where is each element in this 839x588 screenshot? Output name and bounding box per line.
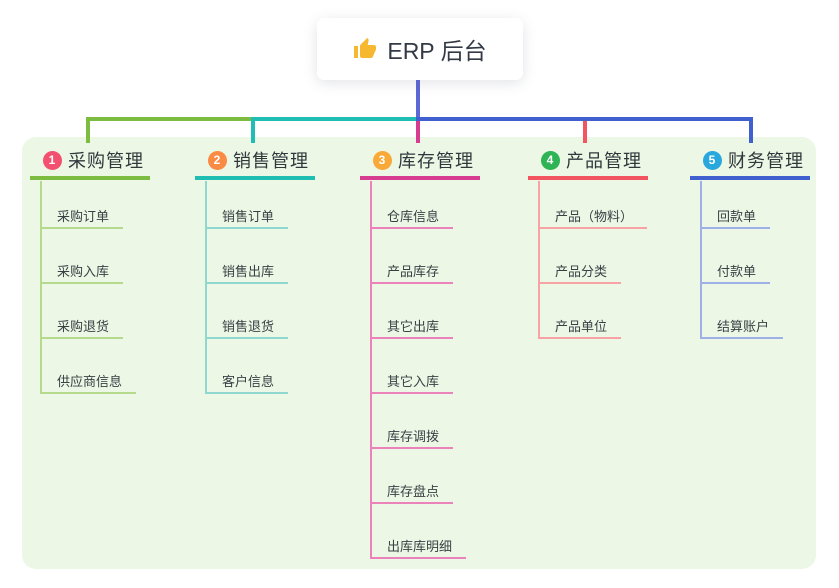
- branch-label: 财务管理: [728, 151, 804, 171]
- child-node[interactable]: 库存盘点: [370, 480, 454, 504]
- branch-spine-line: [370, 181, 372, 559]
- child-node[interactable]: 销售订单: [205, 205, 289, 229]
- branch-drop-line: [251, 117, 255, 143]
- branch-node[interactable]: 5 财务管理: [690, 147, 810, 180]
- branch-label: 产品管理: [566, 151, 642, 171]
- branch-number-badge: 2: [208, 150, 227, 170]
- child-node[interactable]: 采购入库: [40, 260, 124, 284]
- branch-spine-line: [538, 181, 540, 339]
- branch-number-badge: 3: [373, 150, 392, 170]
- child-node[interactable]: 客户信息: [205, 370, 289, 394]
- child-node[interactable]: 销售退货: [205, 315, 289, 339]
- child-node[interactable]: 产品分类: [538, 260, 622, 284]
- branches-panel: [22, 137, 816, 569]
- root-connector-line: [416, 80, 420, 121]
- branch-spine-line: [205, 181, 207, 394]
- child-node[interactable]: 供应商信息: [40, 370, 137, 394]
- child-node[interactable]: 出库库明细: [370, 535, 467, 559]
- bus-connector-line: [416, 117, 753, 121]
- child-node[interactable]: 产品库存: [370, 260, 454, 284]
- branch-number-badge: 1: [43, 150, 62, 170]
- branch-label: 采购管理: [68, 151, 144, 171]
- root-node[interactable]: ERP 后台: [317, 18, 523, 80]
- child-node[interactable]: 库存调拨: [370, 425, 454, 449]
- child-node[interactable]: 其它出库: [370, 315, 454, 339]
- branch-drop-line: [416, 117, 420, 143]
- child-node[interactable]: 其它入库: [370, 370, 454, 394]
- branch-spine-line: [40, 181, 42, 394]
- child-node[interactable]: 付款单: [700, 260, 771, 284]
- thumbs-up-icon: [353, 37, 377, 61]
- branch-number-badge: 4: [541, 150, 560, 170]
- child-node[interactable]: 产品单位: [538, 315, 622, 339]
- bus-connector-line: [251, 117, 418, 121]
- branch-drop-line: [583, 117, 587, 143]
- child-node[interactable]: 采购退货: [40, 315, 124, 339]
- branch-node[interactable]: 2 销售管理: [195, 147, 315, 180]
- branch-node[interactable]: 1 采购管理: [30, 147, 150, 180]
- branch-drop-line: [749, 117, 753, 143]
- bus-connector-line: [86, 117, 253, 121]
- branch-label: 库存管理: [398, 151, 474, 171]
- branch-spine-line: [700, 181, 702, 339]
- branch-drop-line: [86, 117, 90, 143]
- branch-node[interactable]: 3 库存管理: [360, 147, 480, 180]
- child-node[interactable]: 仓库信息: [370, 205, 454, 229]
- branch-node[interactable]: 4 产品管理: [528, 147, 648, 180]
- child-node[interactable]: 结算账户: [700, 315, 784, 339]
- child-node[interactable]: 回款单: [700, 205, 771, 229]
- branch-label: 销售管理: [233, 151, 309, 171]
- child-node[interactable]: 采购订单: [40, 205, 124, 229]
- branch-number-badge: 5: [703, 150, 722, 170]
- root-label: ERP 后台: [387, 38, 487, 64]
- child-node[interactable]: 销售出库: [205, 260, 289, 284]
- child-node[interactable]: 产品（物料）: [538, 205, 648, 229]
